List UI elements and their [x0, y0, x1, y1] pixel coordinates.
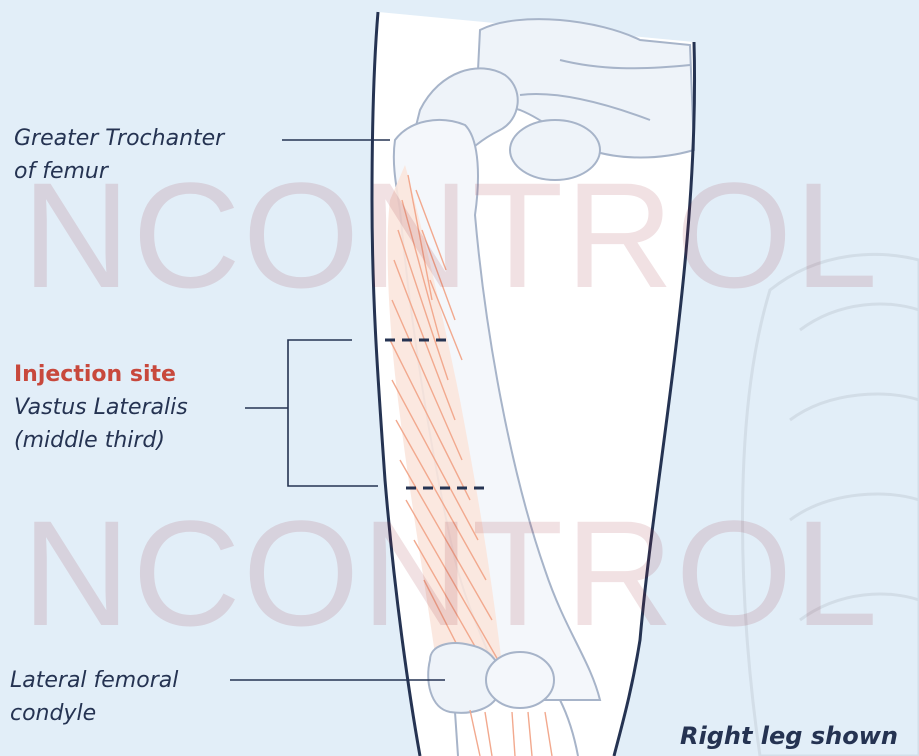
condyle-label: Lateral femoral condyle	[10, 664, 178, 730]
injection-label: Injection site Vastus Lateralis (middle …	[14, 358, 188, 457]
crest-watermark-icon	[743, 254, 919, 756]
injection-site-title: Injection site	[14, 358, 188, 391]
condyle-label-line1: Lateral femoral	[10, 664, 178, 697]
patella	[486, 652, 554, 708]
trochanter-label-line2: of femur	[14, 155, 224, 188]
trochanter-label: Greater Trochanter of femur	[14, 122, 224, 188]
injection-bracket	[288, 340, 378, 486]
trochanter-label-line1: Greater Trochanter	[14, 122, 224, 155]
injection-label-line1: Vastus Lateralis	[14, 391, 188, 424]
condyle-label-line2: condyle	[10, 697, 178, 730]
injection-label-line2: (middle third)	[14, 424, 188, 457]
right-leg-note: Right leg shown	[680, 722, 898, 750]
